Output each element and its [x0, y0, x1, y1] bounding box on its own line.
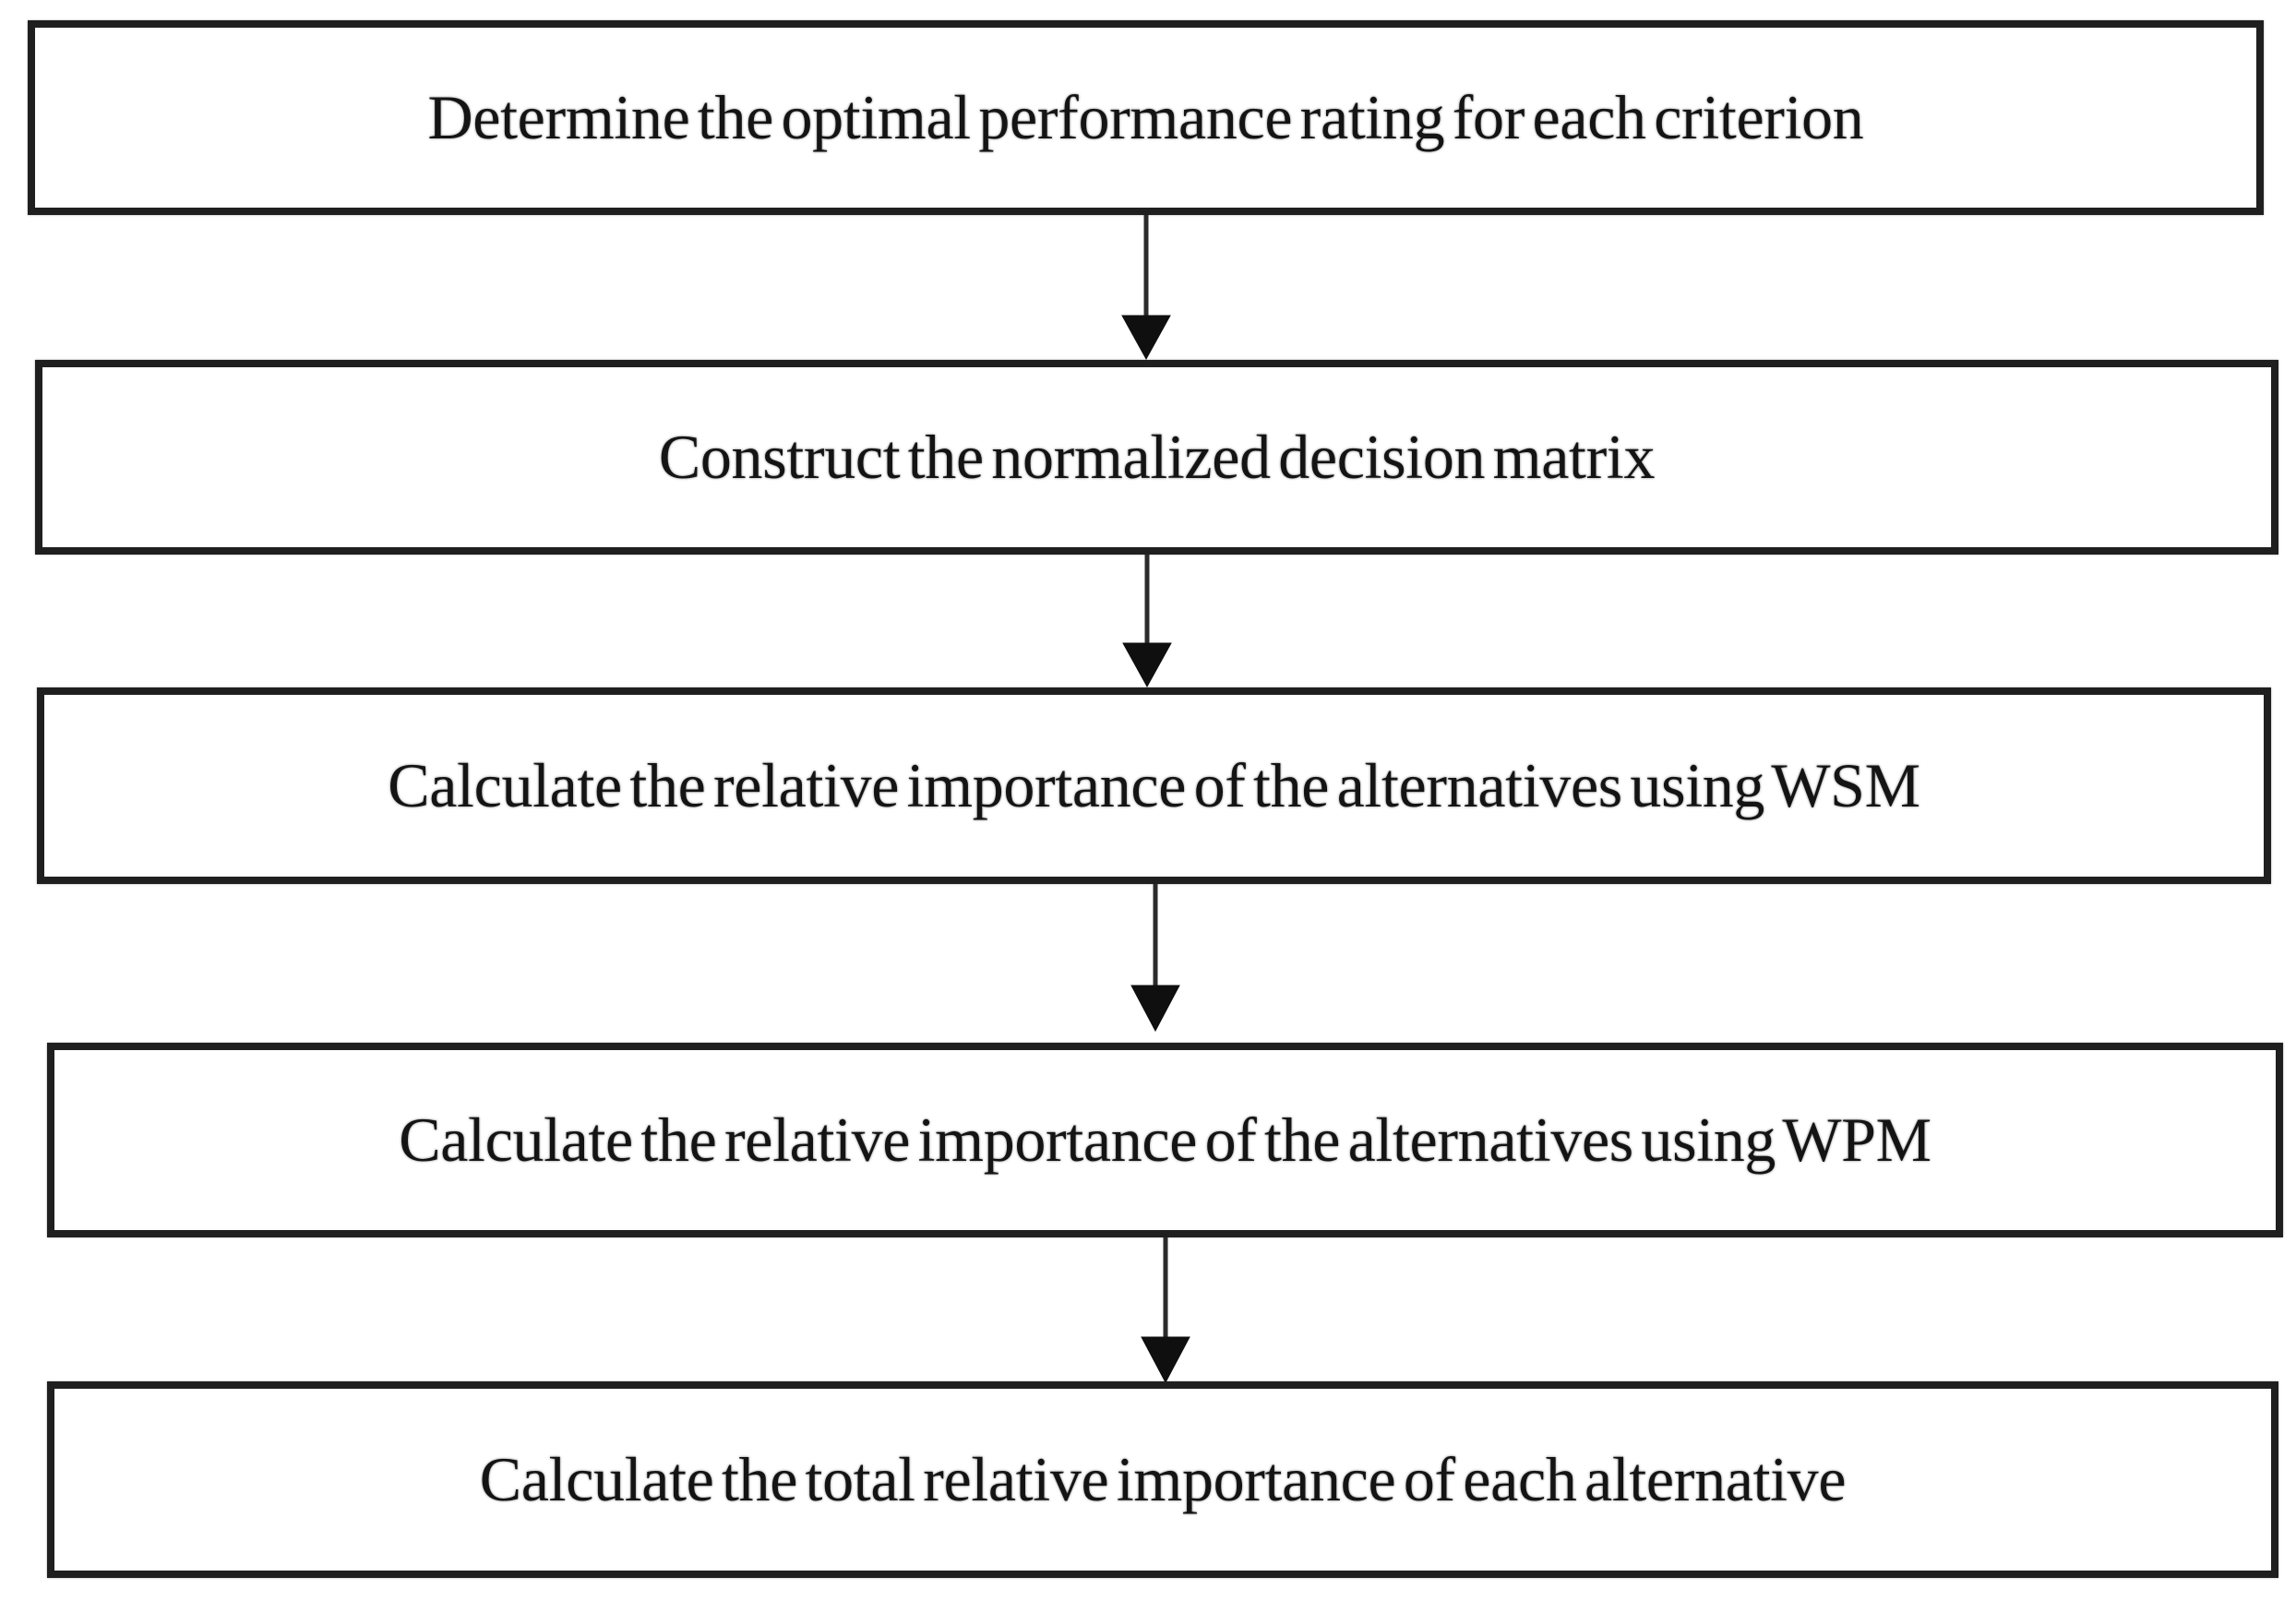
step-box-2: Construct the normalized decision matrix [35, 360, 2278, 555]
step-label-3: Calculate the relative importance of the… [388, 750, 1920, 820]
step-box-3: Calculate the relative importance of the… [37, 687, 2271, 884]
arrow-down-icon-1 [1121, 215, 1171, 361]
arrow-down-icon-3 [1130, 884, 1180, 1033]
arrow-down-icon-2 [1122, 555, 1172, 688]
step-box-5: Calculate the total relative importance … [47, 1381, 2278, 1578]
arrow-down-icon-4 [1141, 1237, 1190, 1384]
step-box-1: Determine the optimal performance rating… [28, 20, 2264, 215]
step-label-4: Calculate the relative importance of the… [399, 1105, 1931, 1175]
step-box-4: Calculate the relative importance of the… [47, 1043, 2283, 1237]
step-label-5: Calculate the total relative importance … [479, 1444, 1847, 1514]
step-label-1: Determine the optimal performance rating… [427, 82, 1864, 152]
step-label-2: Construct the normalized decision matrix [658, 422, 1656, 492]
